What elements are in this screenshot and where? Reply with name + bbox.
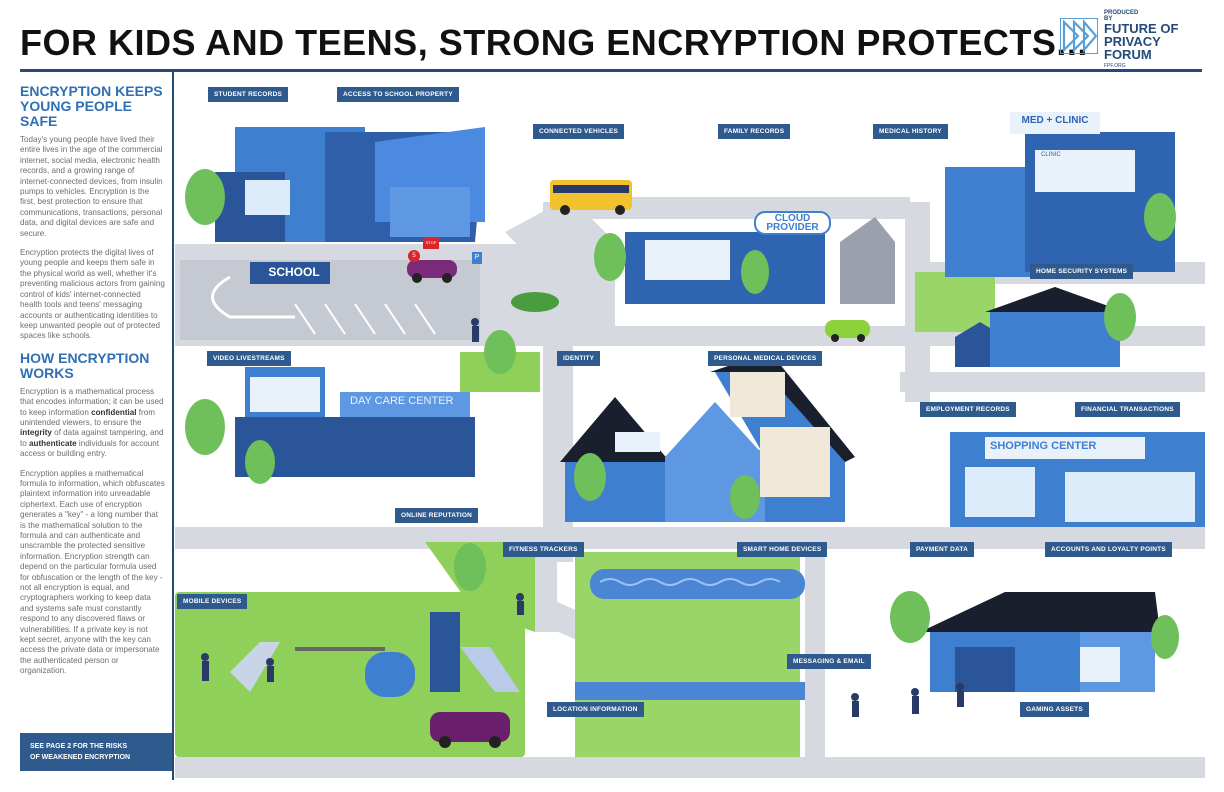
- playground-equipment: [230, 612, 520, 697]
- med-clinic-sign: MED + CLINIC: [1021, 115, 1089, 126]
- daycare-building: [235, 367, 475, 477]
- label-personal-medical-devices: PERSONAL MEDICAL DEVICES: [708, 351, 823, 366]
- sidebar-paragraph-2: Encryption protects the digital lives of…: [20, 248, 165, 341]
- sidebar-paragraph-1: Today's young people have lived their en…: [20, 135, 163, 238]
- label-video-livestreams: VIDEO LIVESTREAMS: [207, 351, 291, 366]
- logo-name-line1: FUTURE OF: [1104, 21, 1179, 36]
- p3-a: Encryption is a mathematical process tha…: [20, 386, 164, 417]
- label-online-reputation: ONLINE REPUTATION: [395, 508, 479, 523]
- gaming-house: [920, 592, 1160, 692]
- logo-url: FPF.ORG: [1104, 63, 1126, 69]
- label-employment-records: EMPLOYMENT RECORDS: [920, 402, 1016, 417]
- fpf-logo: PRODUCED BY FUTURE OF PRIVACY FORUM FPF.…: [1060, 8, 1210, 69]
- p3-integrity: integrity: [20, 428, 52, 438]
- parking-sign: P: [472, 252, 482, 264]
- label-smart-home-devices: SMART HOME DEVICES: [737, 542, 828, 557]
- p3-e: of data against tampering, and to: [20, 428, 164, 448]
- town-map: [175, 72, 1205, 778]
- label-family-records: FAMILY RECORDS: [718, 124, 791, 139]
- see-page-2-line1: SEE PAGE 2 FOR THE RISKS: [30, 743, 128, 750]
- sidebar-heading-safe: ENCRYPTION KEEPS YOUNG PEOPLE SAFE: [20, 83, 163, 129]
- label-financial-transactions: FINANCIAL TRANSACTIONS: [1075, 402, 1180, 417]
- people: [201, 318, 964, 717]
- family-house: [560, 352, 855, 522]
- shopping-center-building: [950, 432, 1205, 527]
- town-illustration: SCHOOL CLOUD PROVIDER MED + CLINIC CLINI…: [175, 72, 1205, 778]
- page-title: FOR KIDS AND TEENS, STRONG ENCRYPTION PR…: [20, 22, 1088, 63]
- label-student-records: STUDENT RECORDS: [208, 87, 289, 102]
- label-medical-history: MEDICAL HISTORY: [873, 124, 948, 139]
- daycare-sign: DAY CARE CENTER: [350, 395, 454, 407]
- clinic-sign: CLINIC: [1041, 152, 1061, 158]
- sidebar: ENCRYPTION KEEPS YOUNG PEOPLE SAFE Today…: [20, 84, 165, 686]
- logo-name-line3: FORUM: [1104, 47, 1152, 62]
- medical-clinic-building: [945, 112, 1175, 277]
- cloud-provider-building: [625, 211, 895, 304]
- speed-sign: 5: [408, 250, 420, 262]
- trees: [185, 169, 1179, 659]
- label-location-information: LOCATION INFORMATION: [547, 702, 644, 717]
- sidebar-heading-how: HOW ENCRYPTION WORKS: [20, 349, 150, 381]
- p3-confidential: confidential: [91, 407, 137, 417]
- cloud-provider-sign: CLOUD PROVIDER: [755, 213, 830, 233]
- label-payment-data: PAYMENT DATA: [910, 542, 974, 557]
- fast-forward-logo-icon: [1060, 18, 1098, 54]
- p3-authenticate: authenticate: [29, 438, 77, 448]
- label-accounts-loyalty-points: ACCOUNTS AND LOYALTY POINTS: [1045, 542, 1172, 557]
- label-connected-vehicles: CONNECTED VEHICLES: [533, 124, 625, 139]
- label-identity: IDENTITY: [557, 351, 601, 366]
- logo-name-line2: PRIVACY: [1104, 34, 1161, 49]
- sidebar-divider: [172, 72, 174, 780]
- label-mobile-devices: MOBILE DEVICES: [177, 594, 248, 609]
- label-fitness-trackers: FITNESS TRACKERS: [503, 542, 584, 557]
- p3-g: individuals for account access or buildi…: [20, 438, 160, 459]
- cloud-provider-sign-line2: PROVIDER: [766, 222, 819, 233]
- shopping-center-sign: SHOPPING CENTER: [990, 440, 1097, 452]
- logo-name: FUTURE OF PRIVACY FORUM: [1104, 22, 1178, 61]
- sidebar-paragraph-3: Encryption is a mathematical process tha…: [20, 387, 165, 460]
- see-page-2-button[interactable]: SEE PAGE 2 FOR THE RISKS OF WEAKENED ENC…: [20, 733, 172, 771]
- label-home-security-systems: HOME SECURITY SYSTEMS: [1030, 264, 1134, 279]
- vehicles: [407, 180, 870, 748]
- p3-c: from unintended viewers, to ensure the: [20, 407, 155, 427]
- label-gaming-assets: GAMING ASSETS: [1020, 702, 1089, 717]
- label-access-school-property: ACCESS TO SCHOOL PROPERTY: [337, 87, 459, 102]
- title-divider: [20, 69, 1202, 72]
- cloud-provider-sign-line1: CLOUD: [774, 213, 811, 224]
- stop-sign: STOP: [423, 237, 439, 249]
- home-security-house: [955, 287, 1125, 367]
- sidebar-paragraph-4: Encryption applies a mathematical formul…: [20, 468, 165, 676]
- see-page-2-line2: OF WEAKENED ENCRYPTION: [30, 754, 131, 761]
- school-sign: SCHOOL: [263, 262, 325, 282]
- label-messaging-email: MESSAGING & EMAIL: [787, 654, 871, 669]
- logo-produced-by: PRODUCED BY: [1104, 10, 1139, 22]
